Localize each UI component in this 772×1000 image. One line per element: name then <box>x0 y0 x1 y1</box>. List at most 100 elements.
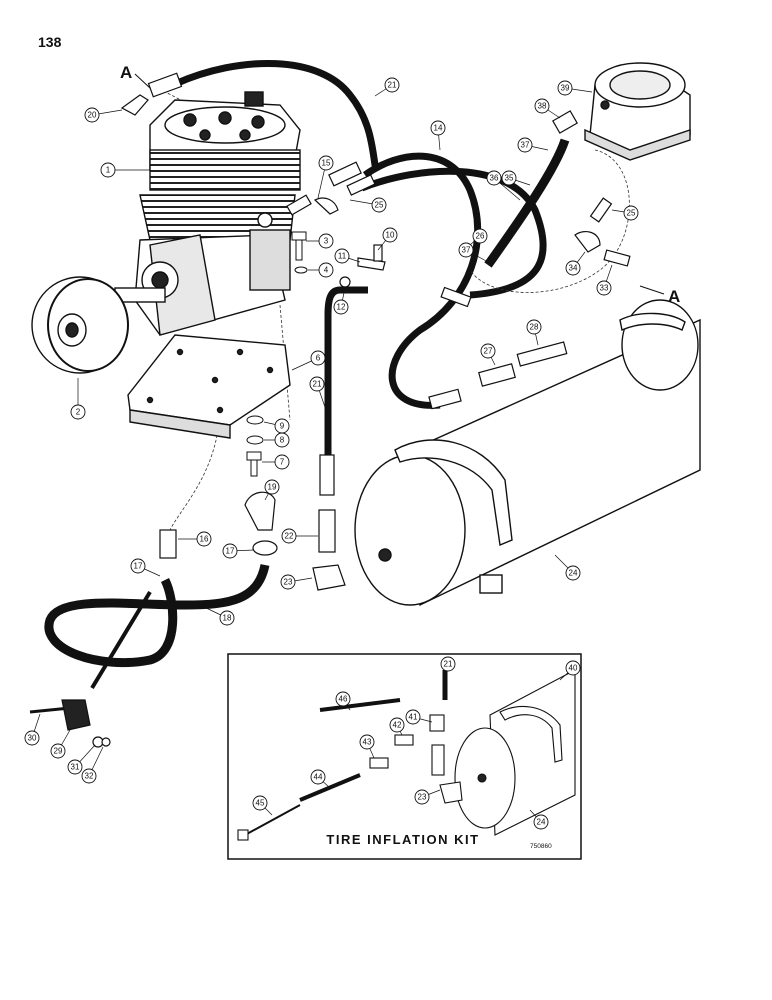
callout-circle <box>281 528 297 544</box>
governor-flange <box>584 62 691 161</box>
callout-34: 34 <box>565 251 586 276</box>
callout-33: 33 <box>596 264 613 296</box>
callout-circle <box>100 162 116 178</box>
callout-25: 25 <box>349 197 387 213</box>
callout-21: 21 <box>374 77 400 97</box>
callout-circle <box>318 155 334 171</box>
callout-number: 28 <box>530 323 539 332</box>
callout-number: 39 <box>561 84 570 93</box>
callout-26: 26 <box>469 228 488 246</box>
callout-number: 20 <box>88 111 97 120</box>
callout-number: 2 <box>76 408 81 417</box>
hose-26 <box>360 167 547 299</box>
callout-circle <box>414 789 430 805</box>
callout-36: 36 <box>486 170 521 201</box>
callout-circle <box>130 558 146 574</box>
callout-21-3: 21 <box>440 656 456 676</box>
callout-number: 3 <box>324 237 329 246</box>
callout-circle <box>526 319 542 335</box>
callout-number: 18 <box>223 614 232 623</box>
callout-number: 31 <box>71 763 80 772</box>
callout-circle <box>310 769 326 785</box>
callout-circle <box>382 227 398 243</box>
hose-18 <box>44 563 270 668</box>
valves <box>428 341 568 410</box>
marker-arrows <box>134 73 665 295</box>
callout-38: 38 <box>534 98 561 119</box>
callout-number: 41 <box>409 713 418 722</box>
callout-number: 25 <box>627 209 636 218</box>
callout-18: 18 <box>199 604 235 626</box>
callout-number: 42 <box>393 721 402 730</box>
callout-29: 29 <box>50 729 71 759</box>
figure-reference: 750860 <box>530 843 552 850</box>
callout-number: 24 <box>537 818 546 827</box>
callout-number: 46 <box>339 695 348 704</box>
tire-inflation-kit-inset: TIRE INFLATION KIT 750860 <box>227 653 582 860</box>
callout-circle <box>430 120 446 136</box>
callout-21-2: 21 <box>309 376 327 411</box>
callout-circle <box>252 795 268 811</box>
callout-circle <box>222 543 238 559</box>
callout-number: 34 <box>569 264 578 273</box>
callout-27: 27 <box>480 343 496 366</box>
callout-8: 8 <box>264 432 290 448</box>
callout-42: 42 <box>389 717 405 736</box>
callout-17: 17 <box>222 543 255 559</box>
callout-number: 21 <box>313 380 322 389</box>
callout-12: 12 <box>333 287 349 315</box>
callout-circle <box>440 656 456 672</box>
mounting-plate <box>127 334 291 439</box>
fittings-upper <box>120 72 631 308</box>
air-compressor <box>114 91 301 336</box>
air-tank <box>354 299 701 607</box>
callout-7: 7 <box>262 454 290 470</box>
callout-20: 20 <box>84 107 123 123</box>
callout-labels: 1234678910111214151617171819202121212223… <box>24 77 639 830</box>
callout-44: 44 <box>310 769 331 789</box>
callout-circle <box>472 228 488 244</box>
callout-24-2: 24 <box>529 809 549 830</box>
callout-number: 4 <box>324 266 329 275</box>
callout-number: 10 <box>386 231 395 240</box>
callout-circle <box>486 170 502 186</box>
pulley <box>31 276 129 374</box>
callout-circle <box>623 205 639 221</box>
callout-circle <box>318 233 334 249</box>
callout-number: 21 <box>444 660 453 669</box>
callout-circle <box>50 743 66 759</box>
callout-circle <box>318 262 334 278</box>
flow-marker-a-top: A <box>120 63 132 82</box>
callout-circle <box>565 660 581 676</box>
hose-14 <box>362 152 482 409</box>
callout-19: 19 <box>264 479 280 501</box>
callout-circle <box>81 768 97 784</box>
callout-circle <box>274 418 290 434</box>
callout-37: 37 <box>517 137 549 153</box>
callout-number: 29 <box>54 747 63 756</box>
callout-39: 39 <box>557 80 593 96</box>
callout-31: 31 <box>67 744 96 775</box>
callout-number: 40 <box>569 664 578 673</box>
callout-11: 11 <box>334 248 361 264</box>
callout-number: 37 <box>521 141 530 150</box>
callout-number: 22 <box>285 532 294 541</box>
callout-14: 14 <box>430 120 446 151</box>
callout-23-2: 23 <box>414 789 441 805</box>
callout-23: 23 <box>280 574 313 590</box>
callout-circle <box>565 565 581 581</box>
callout-circle <box>565 260 581 276</box>
callout-circle <box>67 759 83 775</box>
callout-number: 35 <box>505 174 514 183</box>
callout-circle <box>70 404 86 420</box>
callout-24: 24 <box>554 554 581 581</box>
callout-43: 43 <box>359 734 375 759</box>
callout-number: 32 <box>85 772 94 781</box>
callout-9: 9 <box>263 418 290 434</box>
callout-circle <box>219 610 235 626</box>
hose-21-lower <box>324 286 368 455</box>
callout-circle <box>596 280 612 296</box>
callout-number: 38 <box>538 102 547 111</box>
callout-circle <box>480 343 496 359</box>
callout-number: 44 <box>314 773 323 782</box>
